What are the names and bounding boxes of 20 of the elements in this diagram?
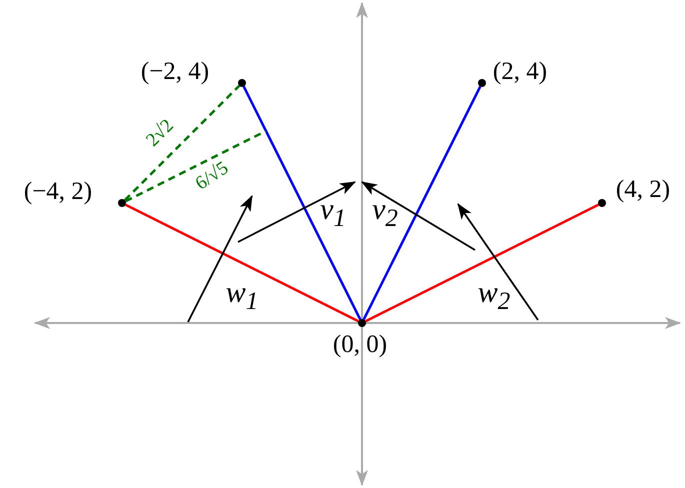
point-label: (−4, 2) [24, 178, 92, 206]
point-label: (0, 0) [332, 331, 388, 359]
point-dot [118, 199, 126, 207]
vector-label: v$_{1}$ [320, 193, 346, 233]
point-label: (2, 4) [492, 58, 548, 86]
line-segment [242, 86, 362, 320]
point-dot [238, 79, 246, 87]
dashed-line [124, 84, 240, 202]
point-label: (4, 2) [616, 176, 670, 204]
vector-label: v$_{2}$ [372, 193, 398, 233]
line-segment [362, 86, 482, 320]
line-segment [365, 204, 599, 322]
line-segment [125, 204, 359, 322]
vector-label: w$_{1}$ [226, 276, 258, 316]
point-dot [598, 199, 606, 207]
dashed-line [125, 130, 267, 202]
point-dot [358, 319, 366, 327]
vector-label: w$_{2}$ [478, 276, 510, 316]
point-dot [478, 79, 486, 87]
point-label: (−2, 4) [140, 58, 210, 86]
